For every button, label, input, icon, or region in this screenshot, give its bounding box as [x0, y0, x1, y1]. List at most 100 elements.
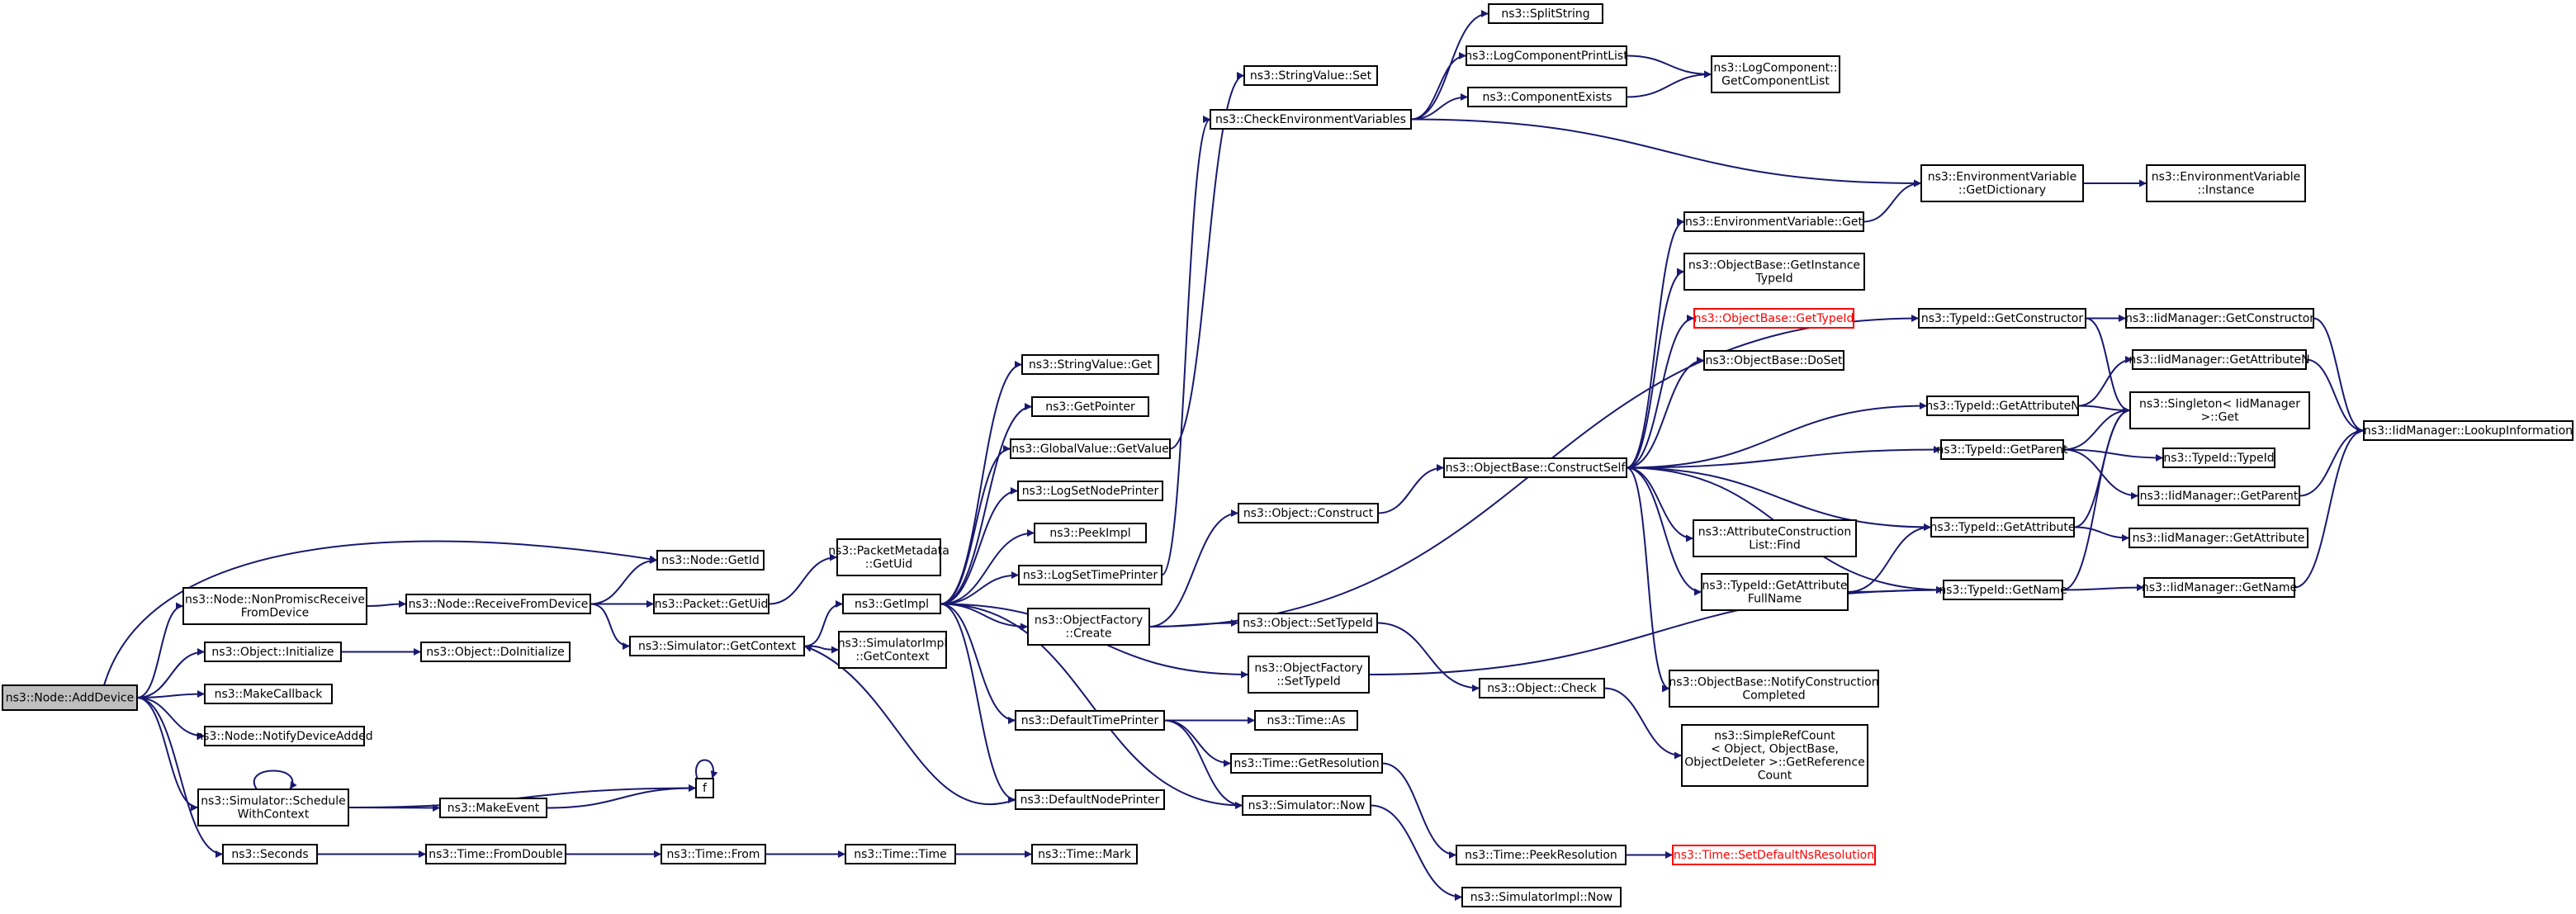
function-node-label: ns3::Packet::GetUid [655, 598, 769, 611]
function-node-logsetnode[interactable]: ns3::LogSetNodePrinter [1017, 481, 1163, 501]
function-node-peekimpl[interactable]: ns3::PeekImpl [1034, 523, 1147, 543]
function-node-logsettime[interactable]: ns3::LogSetTimePrinter [1018, 565, 1163, 585]
function-node-timetime[interactable]: ns3::Time::Time [845, 844, 956, 864]
function-node-compexists[interactable]: ns3::ComponentExists [1467, 87, 1627, 107]
function-node-f[interactable]: f [695, 778, 714, 798]
function-node-singletonget[interactable]: ns3::Singleton< IidManager >::Get [2129, 391, 2310, 429]
function-node-label: ns3::IidManager::GetConstructor [2125, 312, 2314, 325]
function-node-envinstance[interactable]: ns3::EnvironmentVariable::Instance [2146, 164, 2306, 202]
function-node-objbasegettype[interactable]: ns3::ObjectBase::GetTypeId [1693, 308, 1854, 329]
function-node-simgetctx[interactable]: ns3::Simulator::GetContext [629, 636, 805, 656]
function-node-iidgetattr[interactable]: ns3::IidManager::GetAttribute [2129, 528, 2308, 548]
call-edge-checkenv-to-envgetdict [1410, 118, 1922, 187]
function-node-iidgetctor[interactable]: ns3::IidManager::GetConstructor [2125, 308, 2314, 329]
function-node-label: ns3::Simulator::Now [1248, 799, 1366, 812]
call-edge-receivefrom-to-simgetctx [590, 603, 631, 650]
function-node-objcheck[interactable]: ns3::Object::Check [1479, 678, 1605, 699]
function-node-seconds[interactable]: ns3::Seconds [222, 844, 318, 864]
function-node-logcompgetlist[interactable]: ns3::LogComponent::GetComponentList [1711, 55, 1840, 93]
function-node-checkenv[interactable]: ns3::CheckEnvironmentVariables [1210, 109, 1412, 130]
function-node-box [2138, 485, 2300, 506]
function-node-label: ns3::Object::Check [1487, 682, 1597, 695]
function-node-iidgetname[interactable]: ns3::IidManager::GetName [2142, 577, 2297, 598]
function-node-objinit[interactable]: ns3::Object::Initialize [204, 642, 342, 662]
function-node-tidgetattrn[interactable]: ns3::TypeId::GetAttributeN [1925, 395, 2080, 416]
function-node-adddevice[interactable]: ns3::Node::AddDevice [2, 684, 138, 711]
function-node-timefrom[interactable]: ns3::Time::From [661, 844, 766, 864]
function-node-makeevent[interactable]: ns3::MakeEvent [439, 798, 547, 818]
function-node-constructself[interactable]: ns3::ObjectBase::ConstructSelf [1443, 457, 1627, 478]
function-node-box [845, 844, 956, 864]
function-node-pmgetuid[interactable]: ns3::PacketMetadata::GetUid [828, 538, 949, 576]
function-node-label: ns3::MakeCallback [215, 688, 324, 701]
function-node-packetgetuid[interactable]: ns3::Packet::GetUid [653, 594, 769, 614]
function-node-label: ns3::SimulatorImpl [838, 637, 948, 651]
function-node-fromdouble[interactable]: ns3::Time::FromDouble [425, 844, 566, 864]
function-node-defaultnode[interactable]: ns3::DefaultNodePrinter [1015, 789, 1165, 810]
call-edge-constructself-to-tidgetattrn [1626, 402, 1928, 469]
call-edge-defaulttime-to-timegetres [1163, 719, 1232, 767]
function-node-objconstruct[interactable]: ns3::Object::Construct [1238, 503, 1379, 523]
function-node-iidlookup[interactable]: ns3::IidManager::LookupInformation [2363, 420, 2574, 441]
function-node-box [1918, 308, 2086, 329]
function-node-objfactcreate[interactable]: ns3::ObjectFactory::Create [1027, 608, 1150, 646]
function-node-tidgetname[interactable]: ns3::TypeId::GetName [1939, 580, 2067, 600]
function-node-logcompprint[interactable]: ns3::LogComponentPrintList [1465, 45, 1628, 66]
function-node-timepeekres[interactable]: ns3::Time::PeekResolution [1456, 845, 1627, 865]
call-edge-envget-to-envgetdict [1863, 179, 1922, 223]
function-node-box [838, 631, 947, 669]
call-edge-constructself-to-objbasegettype [1626, 315, 1695, 469]
function-node-simplerefcount[interactable]: ns3::SimpleRefCount< Object, ObjectBase,… [1681, 724, 1868, 787]
function-node-box [2143, 577, 2295, 598]
function-node-tidtypeid[interactable]: ns3::TypeId::TypeId [2162, 448, 2275, 468]
function-node-strvalget[interactable]: ns3::StringValue::Get [1021, 354, 1159, 375]
function-node-box [695, 778, 714, 798]
function-node-objfactsettype[interactable]: ns3::ObjectFactory::SetTypeId [1248, 656, 1370, 694]
function-node-timeas[interactable]: ns3::Time::As [1254, 710, 1358, 731]
function-node-envgetdict[interactable]: ns3::EnvironmentVariable::GetDictionary [1920, 164, 2084, 202]
function-node-timegetres[interactable]: ns3::Time::GetResolution [1230, 753, 1383, 774]
function-node-label: ::GetContext [855, 651, 930, 664]
function-node-envget[interactable]: ns3::EnvironmentVariable::Get [1683, 211, 1864, 232]
function-node-receivefrom[interactable]: ns3::Node::ReceiveFromDevice [405, 594, 591, 614]
function-node-timesetdefault[interactable]: ns3::Time::SetDefaultNsResolution [1672, 845, 1876, 865]
call-edge-getimpl-to-globalvalget [940, 445, 1011, 605]
function-node-notifyconst[interactable]: ns3::ObjectBase::NotifyConstructionCompl… [1669, 670, 1879, 708]
call-edge-getimpl-to-defaulttime [940, 603, 1016, 724]
function-node-simimplnow[interactable]: ns3::SimulatorImpl::Now [1461, 887, 1622, 907]
function-node-defaulttime[interactable]: ns3::DefaultTimePrinter [1015, 710, 1165, 731]
function-node-box [1242, 795, 1371, 816]
call-edges [103, 10, 2365, 901]
function-node-tidgetparent[interactable]: ns3::TypeId::GetParent [1937, 439, 2068, 460]
function-node-getid[interactable]: ns3::Node::GetId [656, 550, 765, 571]
function-node-iidgetattrn[interactable]: ns3::IidManager::GetAttributeN [2129, 349, 2310, 370]
function-node-box [1010, 438, 1171, 459]
function-node-getpointer[interactable]: ns3::GetPointer [1031, 396, 1149, 417]
function-node-objbasedoset[interactable]: ns3::ObjectBase::DoSet [1703, 350, 1844, 371]
function-node-label: List::Find [1749, 539, 1801, 552]
function-node-box [1034, 523, 1147, 543]
function-node-objdoinit[interactable]: ns3::Object::DoInitialize [420, 642, 571, 662]
function-node-notifyadded[interactable]: ns3::Node::NotifyDeviceAdded [196, 726, 373, 746]
function-node-timemark[interactable]: ns3::Time::Mark [1031, 844, 1138, 864]
function-node-tidgetattr[interactable]: ns3::TypeId::GetAttribute [1930, 517, 2076, 538]
function-node-globalvalget[interactable]: ns3::GlobalValue::GetValue [1010, 438, 1171, 459]
function-node-objsettype[interactable]: ns3::Object::SetTypeId [1238, 613, 1378, 633]
function-node-label: ns3::Time::As [1267, 714, 1345, 727]
call-edge-getimpl-to-simnow [940, 603, 1243, 809]
function-node-strvalset[interactable]: ns3::StringValue::Set [1243, 65, 1378, 86]
function-node-simnow[interactable]: ns3::Simulator::Now [1242, 795, 1371, 816]
function-node-splitstring[interactable]: ns3::SplitString [1488, 3, 1603, 24]
function-node-label: ns3::GetImpl [855, 598, 929, 611]
function-node-getimpl[interactable]: ns3::GetImpl [842, 594, 941, 614]
call-edge-tidgetattrfull-to-tidgetattr [1847, 523, 1932, 593]
function-node-makecallback[interactable]: ns3::MakeCallback [204, 684, 333, 704]
function-node-tidgetctor[interactable]: ns3::TypeId::GetConstructor [1918, 308, 2086, 329]
function-node-simimplgetctx[interactable]: ns3::SimulatorImpl::GetContext [838, 631, 948, 669]
function-node-iidgetparent[interactable]: ns3::IidManager::GetParent [2138, 485, 2300, 506]
